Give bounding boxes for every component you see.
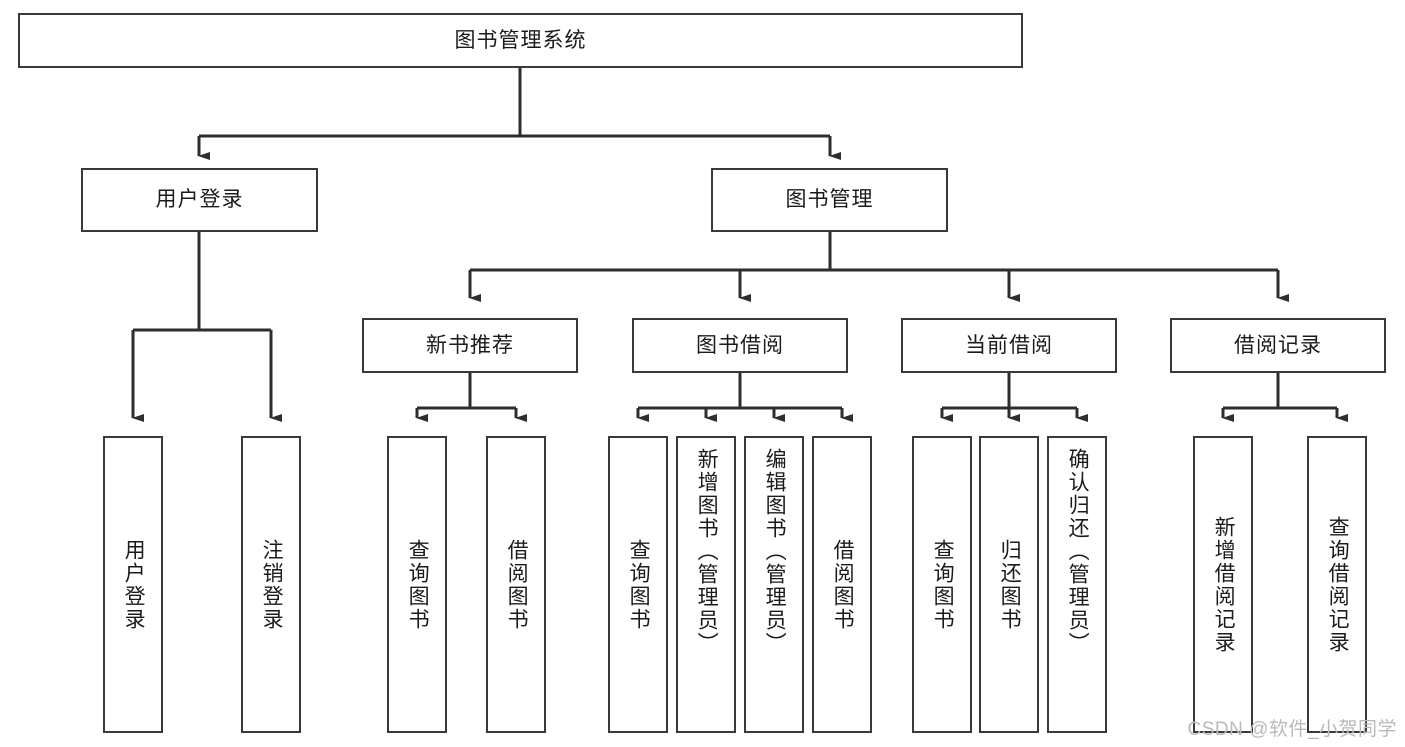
node-user-login[interactable]: 用户登录: [81, 168, 318, 232]
leaf-add-record-label: 新增借阅记录: [1212, 515, 1236, 654]
leaf-user-login-label: 用户登录: [122, 538, 146, 631]
node-new-book-recommend-label: 新书推荐: [426, 333, 514, 357]
leaf-borrow-book-2-label: 借阅图书: [831, 538, 855, 631]
node-root-label: 图书管理系统: [454, 28, 587, 52]
leaf-query-book-3[interactable]: 查询图书: [912, 436, 972, 733]
node-book-borrow[interactable]: 图书借阅: [632, 318, 848, 373]
node-borrow-record[interactable]: 借阅记录: [1170, 318, 1386, 373]
node-book-manage[interactable]: 图书管理: [711, 168, 948, 232]
leaf-query-record[interactable]: 查询借阅记录: [1307, 436, 1367, 733]
leaf-confirm-return[interactable]: 确认归还（管理员）: [1047, 436, 1107, 733]
watermark: CSDN @软件_小贺同学: [1187, 719, 1397, 740]
leaf-edit-book-label: 编辑图书（管理员）: [763, 448, 787, 655]
node-borrow-record-label: 借阅记录: [1234, 333, 1322, 357]
node-book-borrow-label: 图书借阅: [696, 333, 784, 357]
node-new-book-recommend[interactable]: 新书推荐: [362, 318, 578, 373]
leaf-confirm-return-label: 确认归还（管理员）: [1066, 448, 1090, 655]
node-current-borrow-label: 当前借阅: [965, 333, 1053, 357]
leaf-user-login[interactable]: 用户登录: [103, 436, 163, 733]
leaf-return-book-label: 归还图书: [998, 538, 1022, 631]
leaf-query-book-3-label: 查询图书: [931, 538, 955, 631]
node-root[interactable]: 图书管理系统: [18, 13, 1023, 68]
leaf-query-book-1-label: 查询图书: [406, 538, 430, 631]
leaf-return-book[interactable]: 归还图书: [979, 436, 1039, 733]
leaf-add-record[interactable]: 新增借阅记录: [1193, 436, 1253, 733]
leaf-borrow-book-2[interactable]: 借阅图书: [812, 436, 872, 733]
node-current-borrow[interactable]: 当前借阅: [901, 318, 1117, 373]
node-book-manage-label: 图书管理: [785, 188, 874, 212]
leaf-add-book-label: 新增图书（管理员）: [695, 448, 719, 655]
leaf-query-record-label: 查询借阅记录: [1326, 515, 1350, 654]
leaf-borrow-book-1[interactable]: 借阅图书: [486, 436, 546, 733]
leaf-query-book-2[interactable]: 查询图书: [608, 436, 668, 733]
leaf-logout[interactable]: 注销登录: [241, 436, 301, 733]
leaf-query-book-2-label: 查询图书: [627, 538, 651, 631]
leaf-add-book[interactable]: 新增图书（管理员）: [676, 436, 736, 733]
leaf-edit-book[interactable]: 编辑图书（管理员）: [744, 436, 804, 733]
leaf-query-book-1[interactable]: 查询图书: [387, 436, 447, 733]
leaf-logout-label: 注销登录: [260, 538, 284, 631]
leaf-borrow-book-1-label: 借阅图书: [505, 538, 529, 631]
node-user-login-label: 用户登录: [155, 188, 244, 212]
